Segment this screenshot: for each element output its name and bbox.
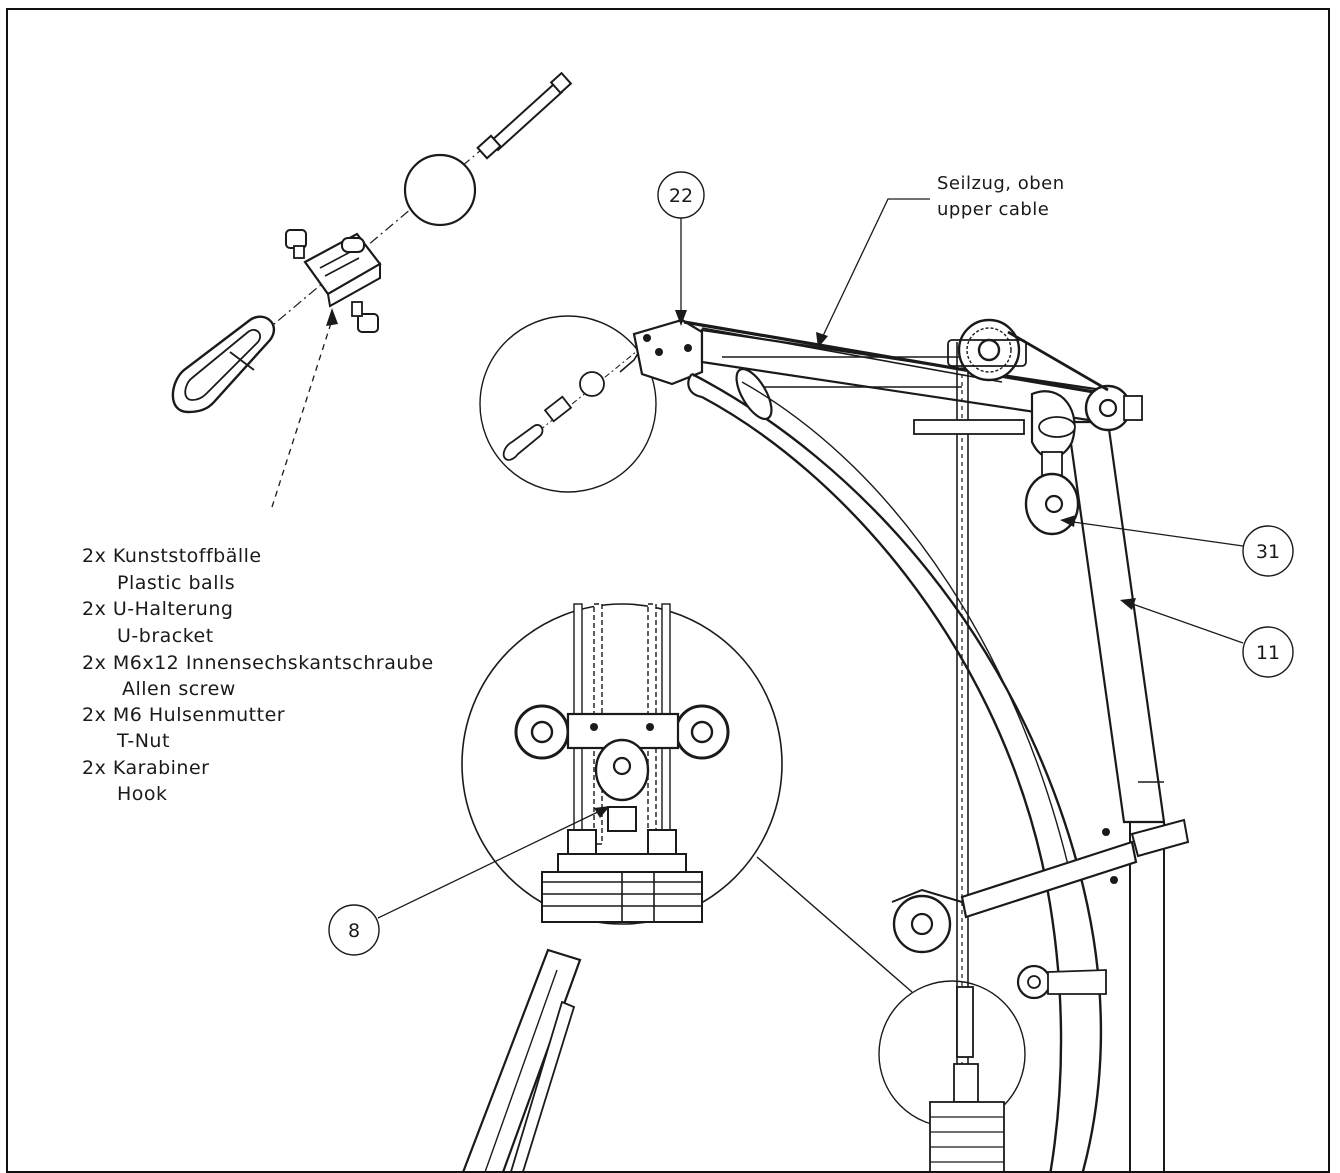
upper-cable-label-de: Seilzug, oben (937, 173, 1065, 194)
parts-list: 2x Kunststoffbälle Plastic balls 2x U-Ha… (82, 545, 434, 805)
callout-31-label: 31 (1256, 541, 1280, 563)
u-bracket (303, 232, 382, 308)
pulley-31 (1024, 390, 1080, 536)
karabiner-hook (171, 315, 276, 414)
part-5-de: 2x Karabiner (82, 757, 209, 779)
upper-cable-label: Seilzug, oben upper cable (816, 173, 1065, 348)
plastic-ball (403, 153, 477, 227)
callout-11: 11 (1120, 598, 1294, 678)
part-3-de: 2x M6x12 Innensechskantschraube (82, 652, 434, 674)
detail-circle-weight-stack (878, 980, 1026, 1171)
callout-8: 8 (328, 806, 610, 956)
diagram-frame: 2x Kunststoffbälle Plastic balls 2x U-Ha… (6, 8, 1330, 1173)
callout-11-label: 11 (1256, 642, 1280, 664)
detail-circle-cable-end (479, 315, 657, 493)
part-4-en: T-Nut (116, 730, 170, 752)
upper-cable-label-en: upper cable (937, 199, 1049, 220)
callout-22: 22 (657, 171, 705, 326)
callout-31: 31 (1060, 515, 1294, 577)
part-5-en: Hook (117, 783, 168, 805)
callout-8-label: 8 (348, 920, 360, 942)
part-1-en: Plastic balls (117, 572, 235, 594)
bolt-rod (476, 71, 573, 160)
part-2-de: 2x U-Halterung (82, 598, 233, 620)
assembly-drawing: 2x Kunststoffbälle Plastic balls 2x U-Ha… (82, 71, 1294, 1171)
top-boom (632, 318, 1107, 1171)
part-4-de: 2x M6 Hulsenmutter (82, 704, 285, 726)
callout-22-label: 22 (669, 185, 693, 207)
allen-screw (285, 229, 379, 333)
part-3-en: Allen screw (122, 678, 236, 700)
part-2-en: U-bracket (117, 625, 214, 647)
detail-circle-magnified (461, 603, 913, 993)
part-1-de: 2x Kunststoffbälle (82, 545, 262, 567)
exploded-hardware (171, 71, 573, 508)
bench-backrest (462, 948, 582, 1171)
right-upright (891, 330, 1190, 1171)
